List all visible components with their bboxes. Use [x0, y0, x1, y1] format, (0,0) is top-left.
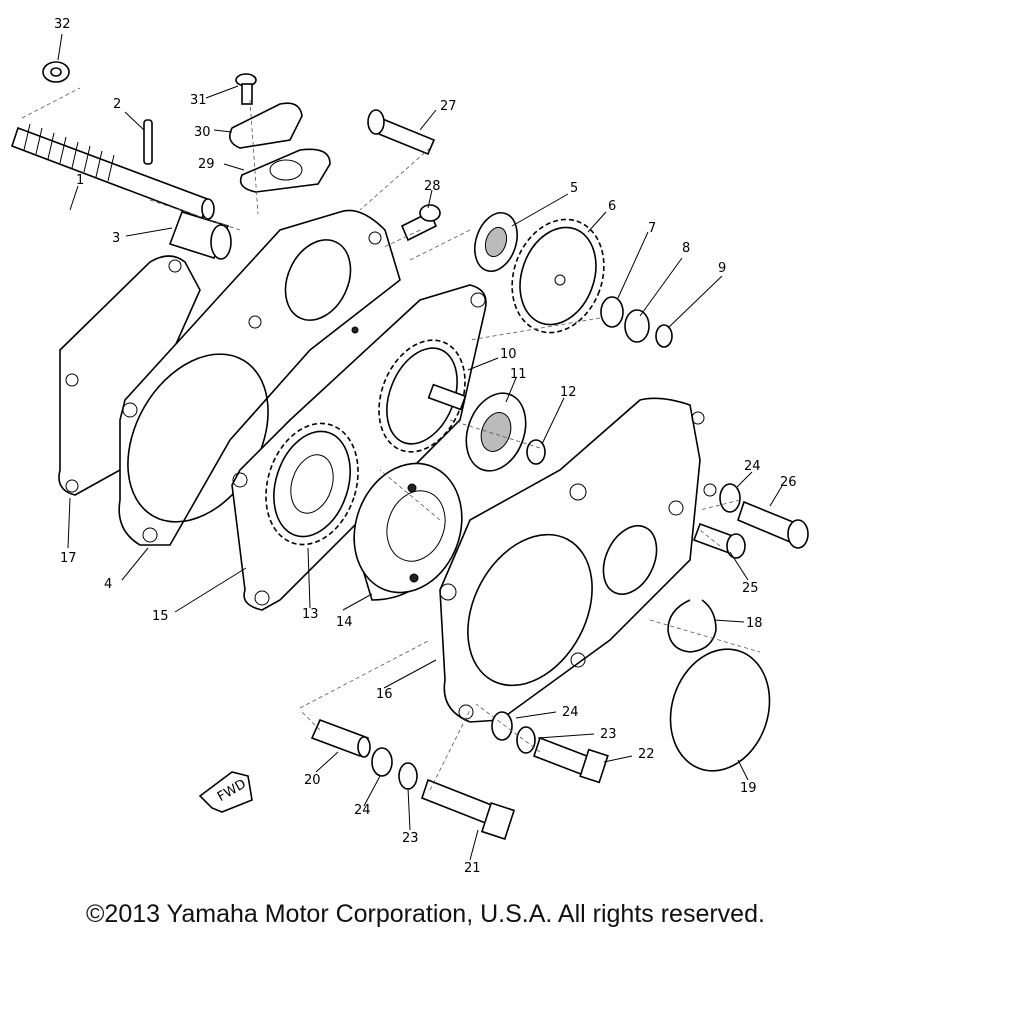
washer-24-mid — [491, 711, 513, 741]
screw-31 — [235, 73, 257, 105]
bearing-11 — [465, 392, 527, 472]
callout-8: 8 — [682, 241, 690, 256]
bolt-22 — [532, 736, 609, 784]
callout-20: 20 — [304, 773, 321, 788]
pin-2 — [143, 119, 153, 165]
callout-24-left: 24 — [354, 803, 371, 818]
callout-6: 6 — [608, 199, 616, 214]
callout-2: 2 — [113, 97, 121, 112]
callout-30: 30 — [194, 125, 211, 140]
callout-19: 19 — [740, 781, 757, 796]
callout-25: 25 — [742, 581, 759, 596]
callout-15: 15 — [152, 609, 169, 624]
callout-16: 16 — [376, 687, 393, 702]
washer-23-mid — [516, 726, 536, 754]
bearing-5 — [474, 212, 518, 272]
callout-4: 4 — [104, 577, 112, 592]
callout-23-mid: 23 — [600, 727, 617, 742]
callout-32: 32 — [54, 17, 71, 32]
cap-30 — [229, 102, 303, 149]
callout-27: 27 — [440, 99, 457, 114]
washer-24-right — [719, 483, 741, 513]
copyright-notice: ©2013 Yamaha Motor Corporation, U.S.A. A… — [86, 900, 765, 928]
clip-12 — [526, 439, 546, 465]
callout-22: 22 — [638, 747, 655, 762]
bolt-27 — [367, 109, 436, 156]
bolt-26 — [737, 500, 809, 549]
clip-9 — [655, 324, 673, 348]
callout-3: 3 — [112, 231, 120, 246]
bolt-21 — [421, 778, 516, 840]
fwd-arrow-icon: FWD — [198, 771, 253, 813]
exploded-parts-diagram: FWD 32 2 31 30 27 29 28 5 6 7 8 9 1 3 10… — [10, 17, 809, 876]
gear-6 — [511, 218, 605, 334]
callout-13: 13 — [302, 607, 319, 622]
washer-8 — [624, 309, 650, 343]
coupling-14 — [353, 462, 463, 601]
callout-26: 26 — [780, 475, 797, 490]
gasket-29 — [239, 148, 331, 193]
dowel-20 — [310, 718, 371, 758]
callout-10: 10 — [500, 347, 517, 362]
callout-28: 28 — [424, 179, 441, 194]
bushing-3 — [168, 211, 232, 260]
callout-21: 21 — [464, 861, 481, 876]
callout-7: 7 — [648, 221, 656, 236]
cover-16 — [439, 397, 701, 723]
bolt-28 — [400, 204, 441, 242]
callout-5: 5 — [570, 181, 578, 196]
gear-10 — [378, 339, 467, 453]
washer-7 — [600, 296, 624, 328]
callout-9: 9 — [718, 261, 726, 276]
callout-29: 29 — [198, 157, 215, 172]
callout-23-left: 23 — [402, 831, 419, 846]
callout-24-right: 24 — [744, 459, 761, 474]
worm-shaft-1 — [10, 123, 215, 220]
callout-31: 31 — [190, 93, 207, 108]
callout-11: 11 — [510, 367, 527, 382]
washer-24-left — [371, 747, 393, 777]
callout-18: 18 — [746, 616, 763, 631]
callout-1: 1 — [76, 173, 84, 188]
gear-13 — [265, 422, 359, 546]
bolt-25 — [692, 522, 746, 559]
circlip-18 — [667, 599, 717, 653]
o-ring-19 — [669, 648, 771, 772]
callout-17: 17 — [60, 551, 77, 566]
callout-24-mid: 24 — [562, 705, 579, 720]
callout-14: 14 — [336, 615, 353, 630]
callout-12: 12 — [560, 385, 577, 400]
washer-23-left — [398, 762, 418, 790]
